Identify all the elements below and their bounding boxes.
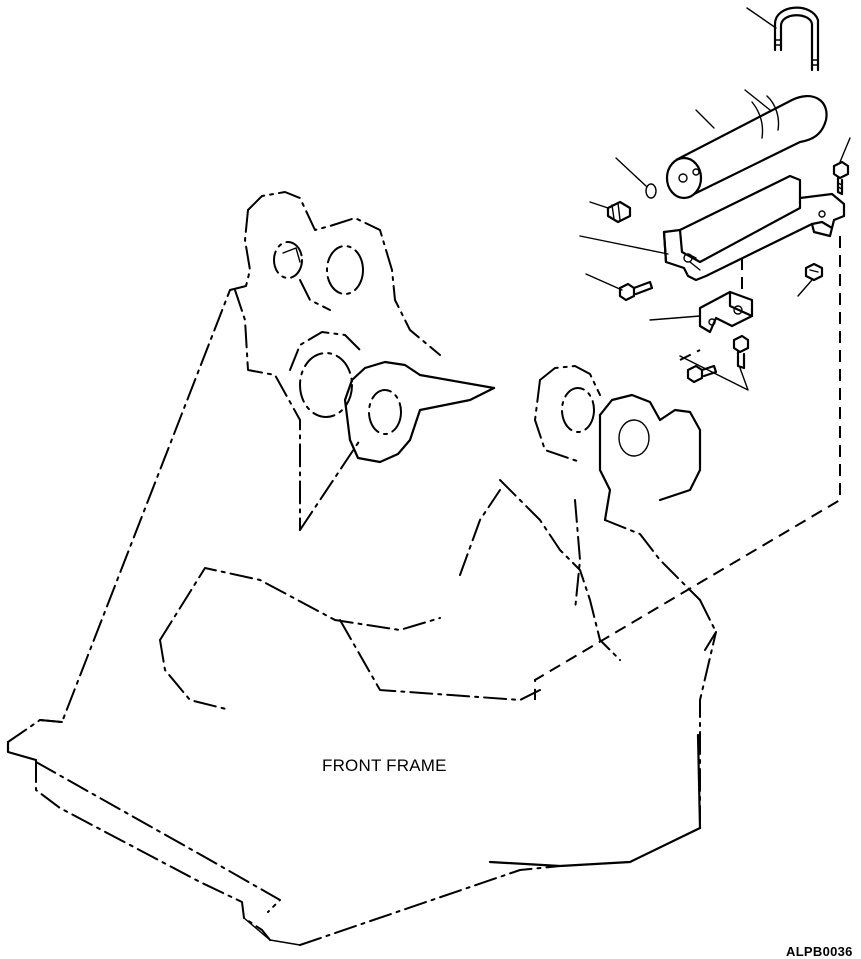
u-bolt bbox=[773, 6, 820, 72]
nut bbox=[804, 262, 824, 282]
bolt-left bbox=[618, 280, 654, 302]
o-ring bbox=[645, 183, 657, 199]
right-mount-boss bbox=[534, 365, 702, 601]
bolt-top bbox=[832, 160, 850, 196]
drawing-code: ALPB0036 bbox=[786, 944, 853, 959]
bolt-lower-a bbox=[732, 334, 750, 370]
mounting-reference-line bbox=[534, 236, 841, 700]
mounting-bracket bbox=[662, 174, 846, 282]
small-bracket bbox=[698, 290, 754, 334]
front-frame-label: FRONT FRAME bbox=[322, 756, 447, 775]
front-frame-outline bbox=[6, 285, 717, 946]
bolt-lower-b bbox=[686, 364, 718, 384]
center-pivot-pin bbox=[289, 331, 496, 464]
cylinder-tank bbox=[665, 94, 828, 200]
leader-lines bbox=[579, 7, 851, 391]
plug-fitting bbox=[606, 200, 632, 224]
left-mount-boss bbox=[244, 191, 441, 356]
